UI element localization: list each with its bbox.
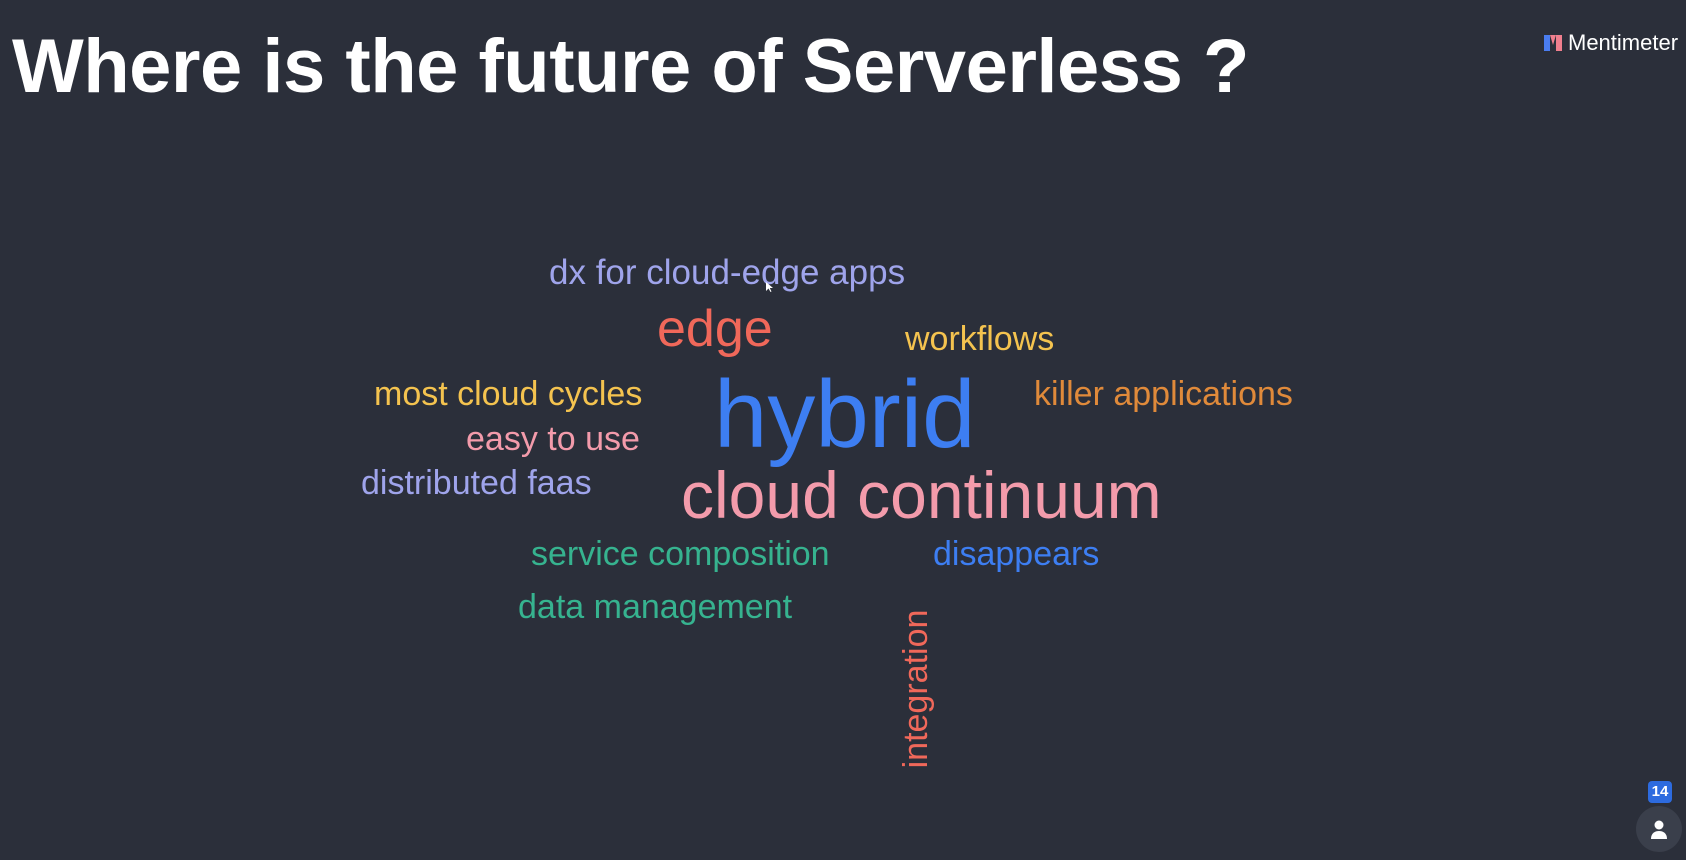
mentimeter-logo: Mentimeter xyxy=(1544,30,1678,56)
brand-name: Mentimeter xyxy=(1568,30,1679,55)
participant-count-badge: 14 xyxy=(1648,781,1672,803)
word-cloud-term: distributed faas xyxy=(361,464,592,502)
word-cloud-term: edge xyxy=(657,300,773,358)
person-icon xyxy=(1651,820,1667,839)
word-cloud-term: killer applications xyxy=(1034,375,1293,413)
word-cloud-term: most cloud cycles xyxy=(374,375,643,413)
word-cloud-term: data management xyxy=(518,588,793,626)
word-cloud-term: disappears xyxy=(933,535,1100,573)
word-cloud-term: easy to use xyxy=(466,420,640,458)
word-cloud-term: service composition xyxy=(531,535,830,573)
slide-title: Where is the future of Serverless ? xyxy=(12,24,1249,109)
mouse-cursor-icon xyxy=(766,282,773,292)
word-cloud-term: cloud continuum xyxy=(681,458,1162,532)
word-cloud-term: workflows xyxy=(905,320,1055,358)
word-cloud-term: hybrid xyxy=(714,361,976,468)
participants-button[interactable] xyxy=(1636,806,1682,852)
word-cloud-term: dx for cloud-edge apps xyxy=(549,253,906,292)
mentimeter-logo-icon xyxy=(1544,35,1562,51)
word-cloud-term: integration xyxy=(897,609,935,769)
